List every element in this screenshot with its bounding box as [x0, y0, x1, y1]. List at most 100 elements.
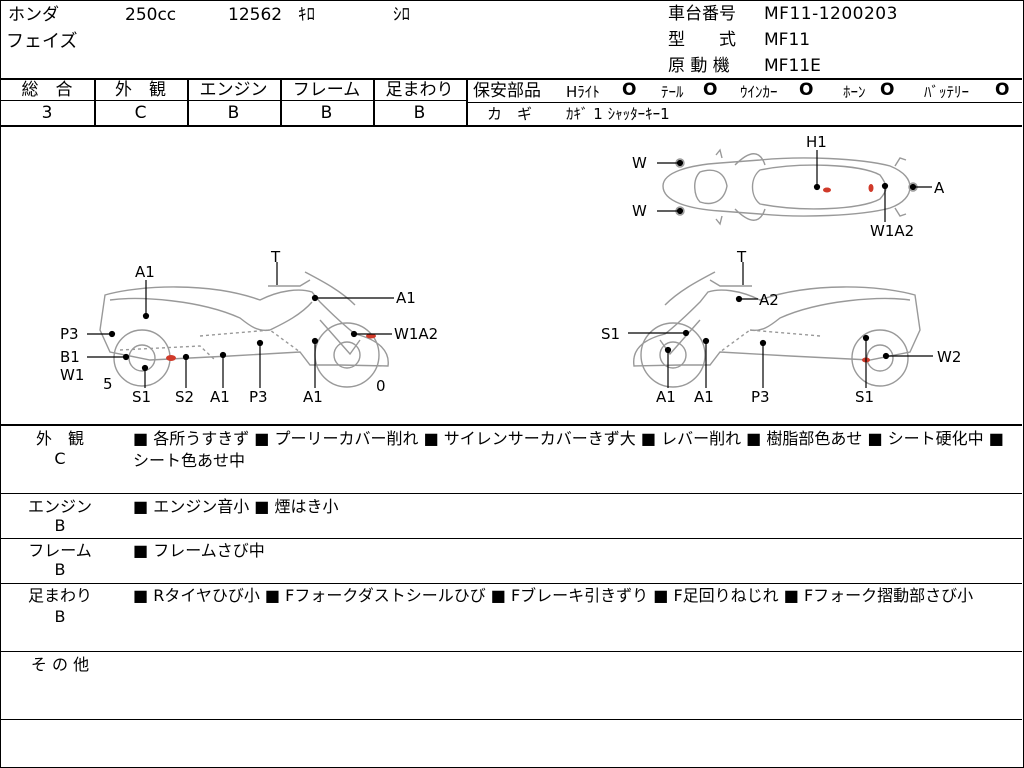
remark-frame: フレーム B ■ フレームさび中	[0, 539, 1022, 583]
grade-suspension-label: 足まわり	[385, 80, 454, 100]
mileage-unit: ｷﾛ	[298, 5, 315, 25]
divider	[466, 78, 468, 125]
scooter-left-view	[99, 271, 389, 388]
label-w1a2-left: W1A2	[394, 325, 438, 343]
divider	[280, 78, 282, 125]
key-value: ｶｷﾞ 1 ｼｬｯﾀｰｷｰ1	[566, 105, 670, 123]
remark-exterior-text: ■ 各所うすきず ■ プーリーカバー削れ ■ サイレンサーカバーきず大 ■ レバ…	[133, 429, 1004, 470]
remark-frame-grade: B	[54, 560, 66, 579]
grade-exterior-label: 外 観	[115, 80, 166, 100]
scooter-top-view	[662, 148, 918, 226]
divider	[0, 719, 1022, 720]
label-s1-right-bottom: S1	[855, 388, 874, 406]
remark-engine-label: エンジン	[27, 497, 92, 516]
grade-frame-value: B	[320, 103, 333, 123]
color: ｼﾛ	[393, 5, 410, 25]
label-a1-top: A1	[135, 263, 155, 281]
label-s2: S2	[175, 388, 194, 406]
model-type-label: 型 式	[668, 30, 736, 50]
remark-engine: エンジン B ■ エンジン音小 ■ 煙はき小	[0, 494, 1022, 538]
safety-battery: ﾊﾞｯﾃﾘｰ	[924, 83, 970, 101]
engine-model: MF11E	[764, 56, 821, 76]
label-zero: 0	[376, 377, 386, 395]
label-w1: W1	[60, 366, 84, 384]
safety-headlight: Hﾗｲﾄ	[566, 83, 600, 101]
label-p3-bottom: P3	[249, 388, 268, 406]
remark-exterior-grade: C	[54, 449, 66, 468]
divider	[0, 651, 1022, 652]
frame-number-label: 車台番号	[668, 4, 736, 24]
remark-engine-text: ■ エンジン音小 ■ 煙はき小	[133, 497, 339, 516]
grade-engine-value: B	[227, 103, 240, 123]
safety-tail-mark: O	[703, 80, 718, 100]
label-s1-left: S1	[132, 388, 151, 406]
mileage: 12562	[228, 5, 283, 25]
grade-engine-label: エンジン	[199, 80, 268, 100]
divider	[0, 493, 1022, 494]
grade-total-value: 3	[41, 103, 53, 123]
remark-suspension-grade: B	[54, 607, 66, 626]
safety-tail: ﾃｰﾙ	[661, 83, 684, 101]
label-five: 5	[103, 375, 113, 393]
remark-suspension-text: ■ Rタイヤひび小 ■ Fフォークダストシールひび ■ Fブレーキ引きずり ■ …	[133, 586, 974, 605]
divider	[0, 538, 1022, 539]
label-a2: A2	[759, 291, 779, 309]
model-type: MF11	[764, 30, 811, 50]
damage-diagram: W W H1 A W1A2 T A1 A1 P3 W1A2 B1 W1 5 S1…	[60, 133, 961, 406]
model-name: フェイズ	[6, 31, 78, 52]
divider	[0, 583, 1022, 584]
remark-exterior: 外 観 C ■ 各所うすきず ■ プーリーカバー削れ ■ サイレンサーカバーきず…	[0, 426, 1022, 492]
safety-winker-mark: O	[799, 80, 814, 100]
label-a: A	[934, 179, 945, 197]
safety-headlight-mark: O	[622, 80, 637, 100]
grade-suspension-value: B	[413, 103, 426, 123]
divider	[0, 424, 1022, 426]
divider	[0, 100, 467, 101]
label-a1-right-bottom-2: A1	[694, 388, 714, 406]
label-t-left: T	[270, 248, 281, 266]
remark-other: そ の 他	[0, 652, 1022, 718]
engine-model-label: 原 動 機	[668, 56, 730, 76]
label-w1a2-top: W1A2	[870, 222, 914, 240]
displacement: 250cc	[125, 5, 177, 25]
divider	[0, 125, 1022, 127]
label-a1-right: A1	[396, 289, 416, 307]
divider	[467, 102, 1022, 103]
divider	[187, 78, 189, 125]
safety-parts-label: 保安部品	[473, 81, 541, 101]
grade-exterior-value: C	[134, 103, 147, 123]
divider	[94, 78, 96, 125]
remark-engine-grade: B	[54, 516, 66, 535]
label-s1-right-side: S1	[601, 325, 620, 343]
label-h1: H1	[806, 133, 827, 151]
remark-other-label: そ の 他	[30, 655, 90, 674]
divider	[0, 78, 1022, 80]
key-label: カ ギ	[487, 105, 533, 123]
label-w-lower: W	[632, 202, 647, 220]
frame-number: MF11-1200203	[764, 4, 898, 24]
label-b1: B1	[60, 348, 80, 366]
maker-name: ホンダ	[8, 5, 59, 25]
grade-frame-label: フレーム	[292, 80, 361, 100]
divider	[373, 78, 375, 125]
remark-suspension-label: 足まわり	[27, 586, 92, 605]
safety-horn: ﾎｰﾝ	[843, 83, 866, 101]
label-p3-right-bottom: P3	[751, 388, 770, 406]
safety-horn-mark: O	[880, 80, 895, 100]
label-a1-bottom-2: A1	[303, 388, 323, 406]
remark-exterior-label: 外 観	[35, 429, 84, 448]
safety-battery-mark: O	[995, 80, 1010, 100]
label-w2: W2	[937, 348, 961, 366]
remark-suspension: 足まわり B ■ Rタイヤひび小 ■ Fフォークダストシールひび ■ Fブレーキ…	[0, 584, 1022, 650]
label-a1-bottom-1: A1	[210, 388, 230, 406]
label-w-upper: W	[632, 154, 647, 172]
label-a1-right-bottom-1: A1	[656, 388, 676, 406]
safety-winker: ｳｲﾝｶｰ	[740, 83, 778, 101]
grade-total-label: 総 合	[21, 80, 73, 100]
label-p3-left: P3	[60, 325, 79, 343]
remark-frame-text: ■ フレームさび中	[133, 541, 265, 560]
label-t-right: T	[736, 248, 747, 266]
remark-frame-label: フレーム	[28, 541, 92, 560]
scooter-right-view	[633, 271, 921, 388]
